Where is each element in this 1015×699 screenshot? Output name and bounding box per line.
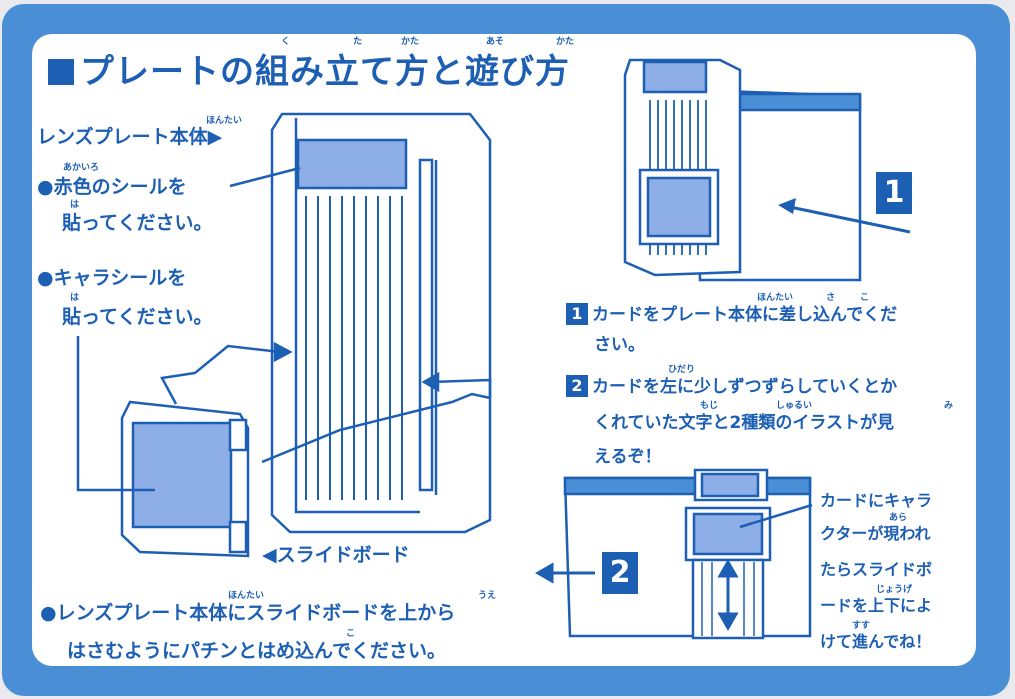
hari-ruby-1: は [70, 200, 80, 210]
step2-updown-arrow [717, 558, 739, 632]
step2-ruby-hidari: ひだり [668, 365, 696, 375]
lens-plate-ruby: ほんたい [206, 116, 243, 126]
step2-text-line3: えるぞ！ [594, 447, 662, 467]
step2-badge: 2 [602, 552, 638, 594]
leader-lines [76, 166, 301, 492]
caption-line3: たらスライドボ [820, 560, 933, 579]
title-ruby-kata2: かた [556, 37, 575, 47]
step2-text-line2: くれていた文字と2種類のイラストが見 [594, 413, 894, 433]
assembly-arrows [160, 341, 492, 464]
caption-ruby-joge: じょうげ [876, 585, 913, 595]
caption-line1: カードにキャラ [820, 491, 933, 510]
bottom-instruction-line1: ●レンズプレート本体にスライドボードを上から [40, 602, 456, 624]
pointer-right-icon: ▶ [207, 126, 223, 148]
square-bullet-icon [48, 59, 74, 85]
step2-ruby-moji: もじ [700, 401, 719, 411]
step1-ruby-hontai: ほんたい [757, 293, 794, 303]
slide-board-label: ◀スライドボード [262, 544, 410, 566]
step1-ruby-ko: こ [860, 293, 870, 303]
lens-plate-label: レンズプレート本体▶ [37, 126, 223, 148]
title-ruby-ku: く [281, 37, 291, 47]
step1-ruby-sa: さ [826, 293, 836, 303]
red-seal-ruby: あかいろ [63, 163, 100, 173]
chara-seal-line1: ●キャラシールを [37, 267, 187, 289]
slide-board-illustration [120, 400, 250, 558]
step1-arrow [789, 205, 911, 234]
title-ruby-ta: た [353, 37, 363, 47]
caption-line4: ードを上下によ [820, 596, 933, 615]
caption-ruby-susu: すす [852, 621, 871, 631]
caption-line2: クターが現われ [820, 524, 931, 543]
bottom-instruction-line2: はさむようにパチンとはめ込んでください。 [67, 640, 447, 662]
step2-left-arrow [534, 562, 595, 584]
bottom-ruby-ue: うえ [478, 591, 497, 601]
step1-text-line2: さい。 [594, 335, 645, 355]
step2-ruby-mi: み [944, 401, 954, 411]
bottom-ruby-hontai: ほんたい [228, 591, 265, 601]
title-ruby-kata: かた [401, 37, 420, 47]
caption-line5: けて進んでね！ [820, 632, 932, 651]
red-seal-line1: ●赤色のシールを [37, 176, 187, 198]
chara-seal-line2: 貼ってください。 [62, 306, 213, 328]
lens-plate-illustration [270, 112, 492, 534]
red-seal-line2: 貼ってください。 [62, 212, 213, 234]
caption-ruby-arawa: あら [889, 513, 908, 523]
page-title: プレートの組み立て方と遊び方 [48, 44, 570, 93]
hari-ruby-2: は [70, 293, 80, 303]
step1-badge: 1 [876, 172, 912, 214]
title-ruby-aso: あそ [486, 37, 505, 47]
step1-illustration [623, 58, 862, 282]
title-text: プレートの組み立て方と遊び方 [80, 52, 570, 92]
bottom-ruby-ko: こ [346, 629, 356, 639]
caption-leader [739, 503, 813, 529]
step2-ruby-shurui: しゅるい [776, 401, 813, 411]
